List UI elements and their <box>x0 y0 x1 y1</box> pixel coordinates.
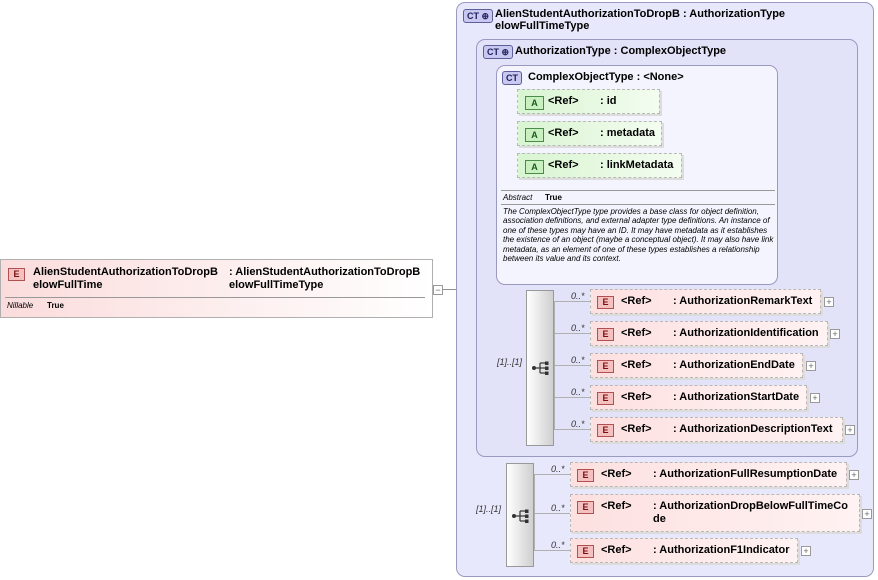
type-description: The ComplexObjectType type provides a ba… <box>503 207 774 264</box>
element-occurrence: 0..* <box>571 419 585 429</box>
extension-plus-icon: ⊕ <box>501 47 510 57</box>
element-name: : AuthorizationFullResumptionDate <box>653 468 838 480</box>
sequence-compositor[interactable] <box>526 290 554 446</box>
seq2-branch-2 <box>534 513 570 514</box>
ct-badge: CT <box>502 71 522 85</box>
abstract-value: True <box>545 193 562 202</box>
seq1-branch-1 <box>554 301 590 302</box>
element-ref: <Ref> <box>601 544 632 556</box>
seq1-branch-3 <box>554 365 590 366</box>
root-element[interactable]: E AlienStudentAuthorizationToDropB elowF… <box>0 259 433 318</box>
element-badge: E <box>597 424 614 437</box>
element-badge: E <box>597 392 614 405</box>
sequence-icon <box>512 509 529 523</box>
element-authorization-end-date[interactable]: E <Ref> : AuthorizationEndDate <box>590 353 803 378</box>
abstract-divider-bottom <box>501 204 775 205</box>
nillable-label: Nillable <box>7 301 34 310</box>
nillable-value: True <box>47 301 64 310</box>
element-occurrence: 0..* <box>571 291 585 301</box>
element-occurrence: 0..* <box>571 323 585 333</box>
expand-toggle[interactable]: + <box>862 509 872 519</box>
element-ref: <Ref> <box>621 391 652 403</box>
element-ref: <Ref> <box>621 327 652 339</box>
root-divider <box>5 297 425 298</box>
element-ref: <Ref> <box>601 500 632 512</box>
element-name: : AuthorizationIdentification <box>673 327 819 339</box>
element-ref: <Ref> <box>621 295 652 307</box>
attribute-badge: A <box>525 160 544 174</box>
element-name: : AuthorizationDropBelowFullTimeCo de <box>653 500 848 525</box>
seq1-branch-2 <box>554 333 590 334</box>
root-element-type: : AlienStudentAuthorizationToDropB elowF… <box>229 266 421 291</box>
element-name: : AuthorizationF1Indicator <box>653 544 790 556</box>
extension-plus-icon: ⊕ <box>481 11 490 21</box>
element-authorization-drop-below-full-time-code[interactable]: E <Ref> : AuthorizationDropBelowFullTime… <box>570 494 860 532</box>
element-authorization-description-text[interactable]: E <Ref> : AuthorizationDescriptionText <box>590 417 843 442</box>
element-ref: <Ref> <box>621 359 652 371</box>
seq1-branch-4 <box>554 397 590 398</box>
element-ref: <Ref> <box>601 468 632 480</box>
element-occurrence: 0..* <box>551 464 565 474</box>
expand-toggle[interactable]: + <box>806 361 816 371</box>
auth-ct-title: AuthorizationType : ComplexObjectType <box>515 45 727 57</box>
element-occurrence: 0..* <box>551 503 565 513</box>
seq1-branch-5 <box>554 429 590 430</box>
attribute-name: : metadata <box>600 127 656 139</box>
seq2-branch-3 <box>534 550 570 551</box>
abstract-label: Abstract <box>503 193 533 202</box>
root-element-name: AlienStudentAuthorizationToDropB elowFul… <box>33 266 218 291</box>
sequence-compositor[interactable] <box>506 463 534 567</box>
element-authorization-f1-indicator[interactable]: E <Ref> : AuthorizationF1Indicator <box>570 538 798 563</box>
element-name: : AuthorizationEndDate <box>673 359 795 371</box>
element-occurrence: 0..* <box>551 540 565 550</box>
ct-badge: CT ⊕ <box>483 45 514 59</box>
sequence-icon <box>532 361 549 375</box>
element-authorization-remark-text[interactable]: E <Ref> : AuthorizationRemarkText <box>590 289 821 314</box>
expand-toggle[interactable]: + <box>824 297 834 307</box>
expand-toggle[interactable]: + <box>830 329 840 339</box>
outer-ct-title: AlienStudentAuthorizationToDropB : Autho… <box>495 8 786 32</box>
attribute-ref: <Ref> <box>548 127 579 139</box>
element-name: : AuthorizationStartDate <box>673 391 800 403</box>
element-authorization-start-date[interactable]: E <Ref> : AuthorizationStartDate <box>590 385 807 410</box>
attribute-id[interactable]: A <Ref> : id <box>517 89 660 114</box>
element-badge: E <box>597 296 614 309</box>
abstract-divider-top <box>501 190 775 191</box>
element-badge: E <box>8 268 25 281</box>
attribute-linkmetadata[interactable]: A <Ref> : linkMetadata <box>517 153 682 178</box>
seq2-branch-trunk <box>534 474 535 550</box>
element-authorization-identification[interactable]: E <Ref> : AuthorizationIdentification <box>590 321 828 346</box>
ct-badge-label: CT <box>487 47 499 57</box>
element-badge: E <box>577 469 594 482</box>
element-name: : AuthorizationRemarkText <box>673 295 813 307</box>
expand-toggle[interactable]: + <box>845 425 855 435</box>
expand-toggle[interactable]: + <box>801 546 811 556</box>
attribute-metadata[interactable]: A <Ref> : metadata <box>517 121 662 146</box>
element-name: : AuthorizationDescriptionText <box>673 423 833 435</box>
seq2-branch-1 <box>534 474 570 475</box>
element-badge: E <box>577 545 594 558</box>
element-badge: E <box>577 501 594 514</box>
expand-toggle[interactable]: + <box>849 470 859 480</box>
attribute-name: : id <box>600 95 617 107</box>
attribute-ref: <Ref> <box>548 159 579 171</box>
connector-root <box>442 289 466 290</box>
expand-toggle[interactable]: + <box>810 393 820 403</box>
element-occurrence: 0..* <box>571 387 585 397</box>
attribute-badge: A <box>525 96 544 110</box>
sequence-occurrence: [1]..[1] <box>476 504 502 514</box>
collapse-toggle-root[interactable]: − <box>433 285 443 295</box>
element-occurrence: 0..* <box>571 355 585 365</box>
complex-ct-title: ComplexObjectType : <None> <box>528 71 684 83</box>
attribute-ref: <Ref> <box>548 95 579 107</box>
attribute-badge: A <box>525 128 544 142</box>
attribute-name: : linkMetadata <box>600 159 674 171</box>
sequence-occurrence: [1]..[1] <box>497 357 523 367</box>
ct-badge: CT ⊕ <box>463 9 494 23</box>
element-badge: E <box>597 328 614 341</box>
element-authorization-full-resumption-date[interactable]: E <Ref> : AuthorizationFullResumptionDat… <box>570 462 847 487</box>
element-badge: E <box>597 360 614 373</box>
ct-badge-label: CT <box>467 11 479 21</box>
element-ref: <Ref> <box>621 423 652 435</box>
